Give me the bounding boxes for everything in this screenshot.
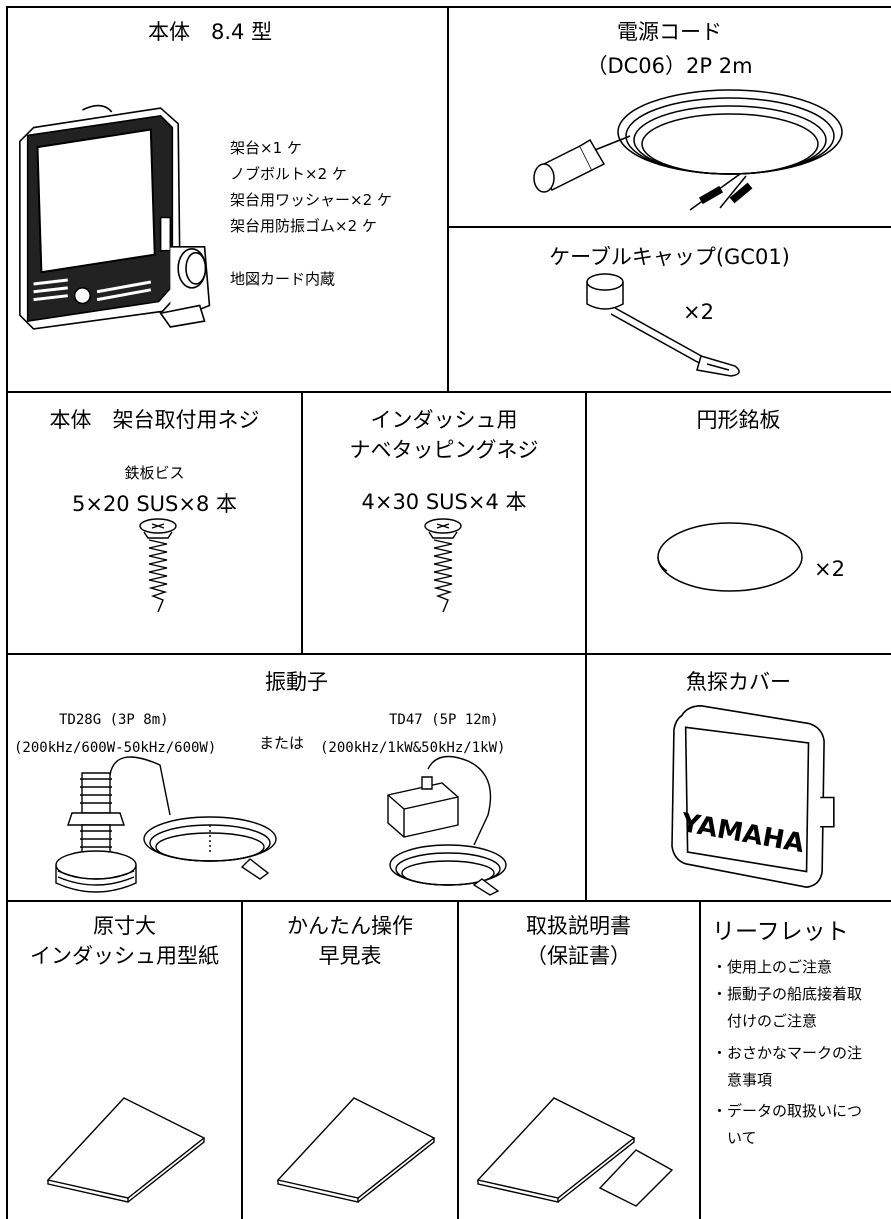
template-title-1: 原寸大 <box>93 914 156 938</box>
power-cord-title: 電源コード <box>617 20 722 44</box>
divider-row3 <box>6 900 891 902</box>
power-cord-subtitle: （DC06）2P 2m <box>586 54 753 78</box>
transducer-or: または <box>259 734 305 752</box>
mount-screw-label-2: 5×20 SUS×8 本 <box>71 492 238 516</box>
mount-screw-label-1: 鉄板ビス <box>124 464 185 482</box>
cover-title: 魚探カバー <box>686 670 791 694</box>
divider-col-row2a <box>301 392 303 654</box>
quick-guide-title-1: かんたん操作 <box>287 914 413 938</box>
template-sheet-illustration <box>40 1094 210 1204</box>
template-title-2: インダッシュ用型紙 <box>30 944 219 968</box>
cable-cap-qty: ×2 <box>683 300 714 324</box>
mount-screw-title: 本体 架台取付用ネジ <box>49 408 260 432</box>
leaflet-bullet-6: ・データの取扱いにつ <box>712 1102 863 1120</box>
leaflet-bullet-3: 付けのご注意 <box>712 1012 818 1030</box>
main-unit-item-3: 架台用ワッシャー×2 ケ <box>230 191 392 209</box>
cable-cap-illustration <box>575 270 745 380</box>
manual-sheet-illustration <box>470 1094 690 1204</box>
mount-screw-illustration <box>138 518 178 618</box>
leaflet-bullet-1: ・使用上のご注意 <box>712 958 833 976</box>
transducer-option-a-model: TD28G (3P 8m) <box>59 712 169 728</box>
divider-right-top <box>447 226 891 228</box>
transducer-title: 振動子 <box>265 670 328 694</box>
divider-row2 <box>6 653 891 655</box>
indash-screw-illustration <box>423 518 463 618</box>
quick-guide-title-2: 早見表 <box>318 944 382 968</box>
indash-screw-label: 4×30 SUS×4 本 <box>361 490 527 514</box>
transducer-td47-illustration <box>378 755 528 895</box>
leaflet-bullet-5: 意事項 <box>712 1071 773 1089</box>
transducer-option-b-spec: (200kHz/1kW&50kHz/1kW) <box>320 740 506 756</box>
nameplate-title: 円形銘板 <box>696 408 781 432</box>
main-unit-item-2: ノブボルト×2 ケ <box>230 165 347 183</box>
quick-guide-sheet-illustration <box>270 1094 440 1204</box>
transducer-td28g-illustration <box>20 755 300 895</box>
leaflet-bullet-7: いて <box>712 1129 757 1147</box>
transducer-option-b-model: TD47 (5P 12m) <box>389 712 499 728</box>
leaflet-title: リーフレット <box>712 919 849 945</box>
cover-illustration <box>660 700 840 895</box>
divider-col-row4c <box>699 901 701 1219</box>
main-unit-item-4: 架台用防振ゴム×2 ケ <box>230 217 377 235</box>
indash-screw-title-1: インダッシュ用 <box>370 408 518 432</box>
main-unit-illustration <box>14 100 229 335</box>
leaflet-bullet-2: ・振動子の船底接着取 <box>712 985 863 1003</box>
nameplate-illustration <box>655 515 805 595</box>
main-unit-note: 地図カード内蔵 <box>230 270 336 288</box>
power-cord-illustration <box>520 80 850 220</box>
divider-row1 <box>6 391 891 393</box>
transducer-option-a-spec: (200kHz/600W-50kHz/600W) <box>14 740 217 756</box>
border-left <box>6 6 8 1219</box>
leaflet-bullet-4: ・おさかなマークの注 <box>712 1044 863 1062</box>
indash-screw-title-2: ナベタッピングネジ <box>349 438 539 462</box>
cable-cap-title: ケーブルキャップ(GC01) <box>549 245 790 269</box>
divider-col-row2b <box>585 392 587 901</box>
main-unit-title: 本体 8.4 型 <box>148 20 273 44</box>
manual-title-1: 取扱説明書 <box>526 914 631 938</box>
manual-title-2: （保証書） <box>526 944 631 968</box>
divider-col-top <box>447 6 449 392</box>
divider-col-row4a <box>241 901 243 1219</box>
divider-col-row4b <box>457 901 459 1219</box>
nameplate-qty: ×2 <box>814 557 845 581</box>
main-unit-item-1: 架台×1 ケ <box>230 139 302 157</box>
